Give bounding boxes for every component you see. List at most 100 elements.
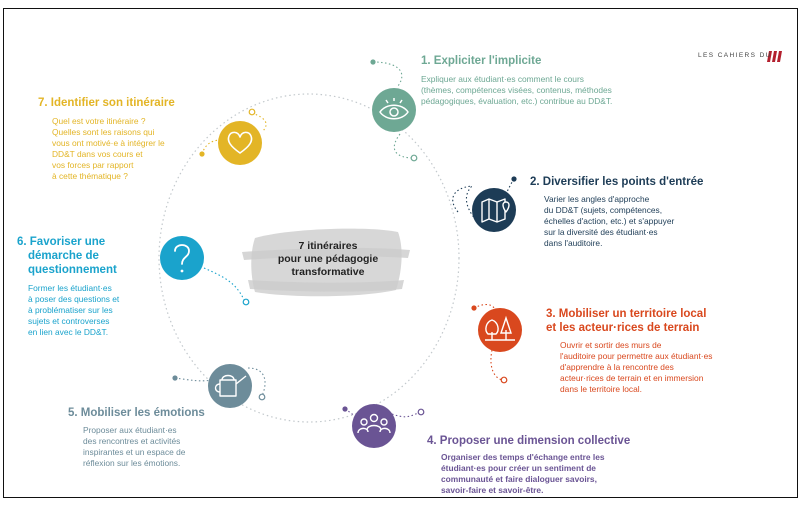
endpoint-dot [199,151,205,157]
endpoint-ring [410,154,418,162]
question-icon [174,244,190,273]
step-7-body-line: Quel est votre itinéraire ? [52,116,146,126]
connector-step-1-top [372,61,403,87]
connector-step-1-bottom [393,133,415,159]
step-6-body-line: à problématiser sur les [28,305,113,315]
step-3-text: 3. Mobiliser un territoire local et les … [546,307,776,395]
step-2-body-line: dans l'auditoire. [544,238,603,248]
connector-step-6 [203,267,245,301]
step-5-text: 5. Mobiliser les émotions Proposer aux é… [68,406,268,469]
connector-step-3-bottom [490,349,505,381]
step-5-body-line: des rencontres et activités [83,436,181,446]
map-icon [481,198,510,223]
step-1-body: Expliquer aux étudiant·es comment le cou… [421,74,721,107]
step-2-body-line: Varier les angles d'approche [544,194,650,204]
step-1-title: 1. Expliciter l'implicite [421,55,542,67]
center-title-line: pour une pédagogie [277,253,379,265]
step-2-body-line: échelles d'action, etc.) et s'appuyer [544,216,675,226]
step-3-title-line: 3. Mobiliser un territoire local [546,308,707,320]
step-4-text: 4. Proposer une dimension collective Org… [427,434,667,496]
step-7-body: Quel est votre itinéraire ? Quelles sont… [52,116,218,182]
step-4-title: 4. Proposer une dimension collective [427,435,631,447]
center-brush [242,228,410,297]
step-5-node [208,364,252,408]
step-7-body-line: à cette thématique ? [52,171,128,181]
connector-step-4-right [391,411,421,418]
endpoint-ring [248,108,256,116]
step-4-body-line: Organiser des temps d'échange entre les [441,452,605,462]
step-7-body-line: vous ont motivé·e à intégrer le [52,138,165,148]
step-4-body-line: communauté et faire dialoguer savoirs, [441,474,597,484]
step-1-body-line: (thèmes, compétences visées, contenus, m… [421,85,612,95]
eye-icon [379,98,409,120]
step-2-body-line: du DD&T (sujets, compétences, [544,205,663,215]
step-7-body-line: Quelles sont les raisons qui [52,127,155,137]
frame-border [3,8,798,498]
step-6-body-line: Former les étudiant·es [28,283,112,293]
itinerary-circle [158,93,460,423]
step-2-body-line: sur la diversité des étudiant·es [544,227,658,237]
endpoint-dot [471,305,477,311]
step-1-body-line: Expliquer aux étudiant·es comment le cou… [421,74,584,84]
step-4-body-line: savoir-faire et savoir-être. [441,485,544,495]
step-7-body-line: vos forces par rapport [52,160,134,170]
step-2-text: 2. Diversifier les points d'entrée Varie… [530,175,750,249]
endpoint-ring [258,393,266,401]
step-2-title: 2. Diversifier les points d'entrée [530,176,704,188]
step-1-text: 1. Expliciter l'implicite Expliquer aux … [421,54,721,107]
trees-icon [485,315,515,341]
endpoint-dot [511,176,517,182]
step-6-node [160,236,204,280]
step-4-node [352,404,396,448]
step-5-body-line: réflexion sur les émotions. [83,458,181,468]
step-6-text: 6. Favoriser une démarche de questionnem… [17,235,167,338]
step-2-body: Varier les angles d'approche du DD&T (su… [544,194,750,249]
endpoint-ring [242,298,250,306]
step-3-title: 3. Mobiliser un territoire local et les … [546,307,776,335]
step-6-title: 6. Favoriser une démarche de questionnem… [17,235,167,277]
step-3-body-line: d'apprendre à la rencontre des [560,362,674,372]
step-5-title: 5. Mobiliser les émotions [68,407,205,419]
step-4-body: Organiser des temps d'échange entre les … [441,452,667,496]
endpoint-dot [342,406,348,412]
brand-name: LES CAHIERS DU [698,52,772,59]
step-3-node [478,308,522,352]
brand-logo-mark [767,51,782,62]
endpoint-ring [417,408,425,416]
step-5-body: Proposer aux étudiant·es des rencontres … [83,425,268,469]
endpoint-ring [500,376,508,384]
endpoint-dot [172,375,178,381]
center-title-line: transformative [291,266,365,278]
heart-icon [227,131,253,154]
endpoint-dot [370,59,376,65]
step-3-body: Ouvrir et sortir des murs de l'auditoire… [560,340,776,395]
step-6-body-line: à poser des questions et [28,294,120,304]
center-title: 7 itinéraires pour une pédagogie transfo… [258,240,398,279]
step-6-body: Former les étudiant·es à poser des quest… [28,283,167,338]
step-6-body-line: sujets et controverses [28,316,110,326]
connector-step-2-left [452,185,479,223]
group-icon [357,413,391,434]
step-4-body-line: étudiant·es pour créer un sentiment de [441,463,596,473]
watering-can-icon [214,374,247,397]
step-7-text: 7. Identifier son itinéraire Quel est vo… [38,96,218,182]
step-1-node [372,88,416,132]
step-3-body-line: acteur·rices de terrain et en immersion [560,373,704,383]
step-3-body-line: Ouvrir et sortir des murs de [560,340,662,350]
step-2-node [472,188,516,232]
step-3-body-line: dans le territoire local. [560,384,642,394]
center-title-line: 7 itinéraires [298,240,358,252]
step-6-title-line: 6. Favoriser une [17,236,106,248]
step-7-body-line: DD&T dans vos cours et [52,149,143,159]
step-3-body-line: l'auditoire pour permettre aux étudiant·… [560,351,713,361]
step-7-title: 7. Identifier son itinéraire [38,97,175,109]
step-5-body-line: Proposer aux étudiant·es [83,425,177,435]
connector-step-7-top [251,112,267,133]
step-6-title-line: démarche de [28,250,99,262]
step-1-body-line: pédagogiques, évaluation, etc.) contribu… [421,96,613,106]
step-5-body-line: inspirantes et un espace de [83,447,186,457]
step-6-body-line: en lien avec le DD&T. [28,327,109,337]
step-7-node [218,121,262,165]
